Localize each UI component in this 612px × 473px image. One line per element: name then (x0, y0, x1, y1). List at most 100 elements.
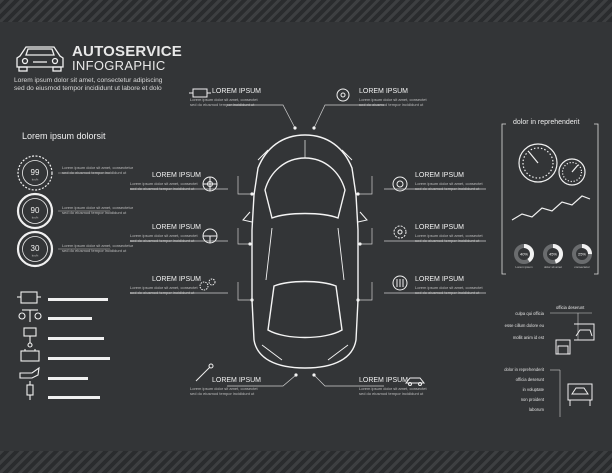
brake-disc-icon (336, 88, 350, 102)
wheel-icon (202, 176, 218, 192)
car-top-view (242, 134, 368, 369)
gauge-note-line-2: sed do eiusmod tempor incididunt ut (62, 170, 127, 175)
callout-title: LOREM IPSUM (212, 88, 262, 95)
service-station-icon (555, 339, 571, 355)
list-item: mollit anim id est (512, 335, 544, 340)
callout-body-line-2: sed do eiusmod tempor incididunt ut (190, 102, 255, 107)
donut-chart-3: 25% consectetur (572, 244, 592, 269)
callout-body-line-1: Lorem ipsum dolor sit amet, consectet (415, 181, 483, 186)
list-item: dolor in reprehenderit (504, 367, 544, 372)
donut-fill (543, 244, 563, 264)
list-item: non proident (520, 397, 544, 402)
callout-body-line-1: Lorem ipsum dolor sit amet, consectet (415, 233, 483, 238)
right-panel-frame (501, 123, 599, 275)
wrench-icon (195, 363, 214, 382)
donut-label: 25% (578, 252, 586, 257)
legend-bar-4 (48, 357, 110, 360)
callout-body-line-2: sed do eiusmod tempor incididunt ut (415, 290, 480, 295)
callout-body-line-2: sed do eiusmod tempor incididunt ut (130, 238, 195, 243)
callout-body-line-1: Lorem ipsum dolor sit amet, consectet (415, 285, 483, 290)
callout-title: LOREM IPSUM (415, 276, 465, 283)
gauge-unit: km/h (32, 216, 39, 220)
donut-fill (572, 244, 592, 264)
oil-can-icon (19, 366, 40, 379)
legend-bar-6 (48, 396, 100, 399)
speedometer-icon: 90 km/h (16, 192, 54, 230)
right-list-connectors (550, 312, 592, 417)
top-stripe-border (0, 0, 612, 22)
gear-icon (393, 225, 407, 239)
callout-body-line-2: sed do eiusmod tempor incididunt ut (359, 102, 424, 107)
car-body-icon (404, 377, 426, 386)
list-header: officia deserunt (556, 305, 585, 310)
callout-connector-lines (130, 104, 486, 387)
list-item: laborum (528, 407, 544, 412)
engine-icon (17, 291, 41, 304)
trend-line (511, 195, 591, 221)
gauge-note-line-1: Lorem ipsum dolor sit amet, consectetur (62, 165, 134, 170)
callout-title: LOREM IPSUM (212, 377, 262, 384)
donut-label: 45% (549, 252, 557, 257)
donut-fill (514, 244, 534, 264)
legend-bar-1 (48, 298, 108, 301)
donut-caption: Lorem ipsum (515, 265, 533, 269)
callout-title: LOREM IPSUM (359, 377, 409, 384)
car-service-icons (555, 323, 595, 406)
gauge-value: 90 (31, 206, 40, 215)
speedometer-icon: 30 km/h (16, 230, 54, 268)
callout-body-line-1: Lorem ipsum dolor sit amet, consectet (359, 97, 427, 102)
cogwheels-icon (199, 278, 216, 291)
donut-caption: dolor sit amet (544, 265, 562, 269)
header-description-line-1: Lorem ipsum dolor sit amet, consectetur … (14, 77, 163, 84)
gauge-note-line-1: Lorem ipsum dolor sit amet, consectetur (62, 243, 134, 248)
gauge-unit: km/h (32, 254, 39, 258)
callout-title: LOREM IPSUM (152, 172, 202, 179)
gauge-note-line-1: Lorem ipsum dolor sit amet, consectetur (62, 205, 134, 210)
callout-body-line-2: sed do eiusmod tempor incididunt ut (130, 186, 195, 191)
gauge-connector-lines (58, 172, 110, 250)
callout-title: LOREM IPSUM (415, 172, 465, 179)
gauge-value: 30 (31, 244, 40, 253)
engine-icon (189, 88, 211, 98)
callout-body-line-2: sed do eiusmod tempor incididunt ut (130, 290, 195, 295)
car-front-icon (16, 46, 64, 72)
callout-title: LOREM IPSUM (415, 224, 465, 231)
piston-icon (23, 327, 37, 348)
dashboard-gauges-icon (518, 143, 586, 186)
list-item: in voluptate (522, 387, 544, 392)
callout-body-line-2: sed do eiusmod tempor incididunt ut (359, 391, 424, 396)
header-description-line-2: sed do eiusmod tempor incididunt ut labo… (14, 85, 162, 92)
legend-bar-5 (48, 377, 88, 380)
callout-body-line-1: Lorem ipsum dolor sit amet, consectet (130, 181, 198, 186)
speedometer-icon: 99 km/h (17, 155, 53, 191)
callout-endpoint-dots (248, 126, 362, 377)
donut-caption: consectetur (574, 265, 590, 269)
right-panel-title: dolor in reprehenderit (513, 119, 580, 126)
callout-body-line-1: Lorem ipsum dolor sit amet, consectet (190, 97, 258, 102)
callout-body-line-1: Lorem ipsum dolor sit amet, consectet (190, 386, 258, 391)
gauge-value: 99 (31, 168, 40, 177)
list-item: esse cillum dolore eu (504, 323, 544, 328)
callout-title: LOREM IPSUM (152, 224, 202, 231)
callout-body-line-2: sed do eiusmod tempor incididunt ut (415, 186, 480, 191)
donut-chart-1: 40% Lorem ipsum (514, 244, 534, 269)
car-wash-icon (574, 323, 595, 341)
gearbox-icon (392, 275, 408, 291)
legend-bar-3 (48, 337, 104, 340)
car-lift-icon (567, 383, 593, 406)
donut-label: 40% (520, 252, 528, 257)
gauge-note-line-2: sed do eiusmod tempor incididunt ut (62, 248, 127, 253)
legend-icon-column (17, 291, 42, 400)
callout-title: LOREM IPSUM (152, 276, 202, 283)
steering-wheel-icon (202, 228, 218, 244)
callout-body-line-1: Lorem ipsum dolor sit amet, consectet (359, 386, 427, 391)
gauge-note-line-2: sed do eiusmod tempor incididunt ut (62, 210, 127, 215)
suspension-icon (18, 309, 42, 322)
trend-line-chart (511, 195, 591, 221)
bottom-stripe-border (0, 451, 612, 473)
donut-chart-2: 45% dolor sit amet (543, 244, 563, 269)
disc-brake-icon (392, 176, 408, 192)
list-item: officia deserunt (515, 377, 544, 382)
